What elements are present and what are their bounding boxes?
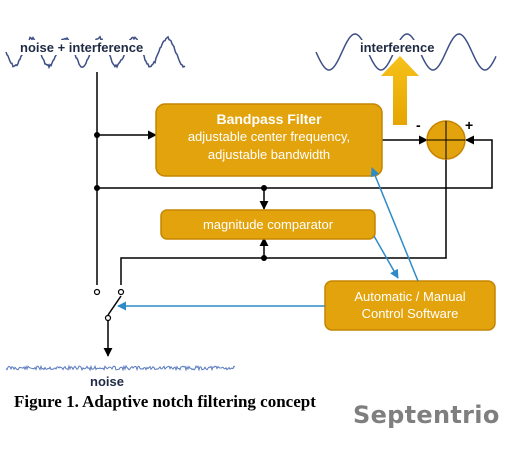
noise-output-label: noise xyxy=(88,374,126,389)
comparator-to-control-arrow xyxy=(373,235,399,279)
magnitude-comparator-block xyxy=(160,209,376,240)
switch-contact-left xyxy=(93,288,101,296)
interference-wave xyxy=(315,33,497,71)
plus-sign: + xyxy=(465,117,474,133)
switch-pivot xyxy=(104,314,112,322)
bandpass-filter-text: Bandpass Filter adjustable center freque… xyxy=(156,110,382,164)
up-arrow xyxy=(381,56,419,125)
junction-dot xyxy=(94,132,100,138)
control-line2: Control Software xyxy=(361,306,459,321)
bandpass-filter-block xyxy=(155,103,383,177)
bandpass-line1: adjustable center frequency, xyxy=(187,129,351,144)
sum-output-wire xyxy=(264,159,447,259)
minus-sign: - xyxy=(416,117,421,133)
figure-caption: Figure 1. Adaptive notch filtering conce… xyxy=(14,392,316,411)
magnitude-comparator-text: magnitude comparator xyxy=(202,217,334,232)
control-line1: Automatic / Manual xyxy=(354,289,466,304)
control-to-bandpass-arrow xyxy=(370,167,419,282)
control-software-text: Automatic / Manual Control Software xyxy=(325,288,495,322)
junction-dot xyxy=(94,185,100,191)
input-feedback-wire xyxy=(97,135,493,189)
input-signal-label: noise + interference xyxy=(18,40,146,55)
bandpass-line2: adjustable bandwidth xyxy=(207,147,331,162)
interference-label: interference xyxy=(358,40,437,55)
filtered-branch-wire xyxy=(120,257,264,285)
brand-logo: Septentrio xyxy=(353,401,500,429)
switch-blade xyxy=(107,295,122,316)
switch-contact-right xyxy=(117,288,125,296)
noise-wave xyxy=(5,364,236,372)
bandpass-title: Bandpass Filter xyxy=(216,111,322,127)
